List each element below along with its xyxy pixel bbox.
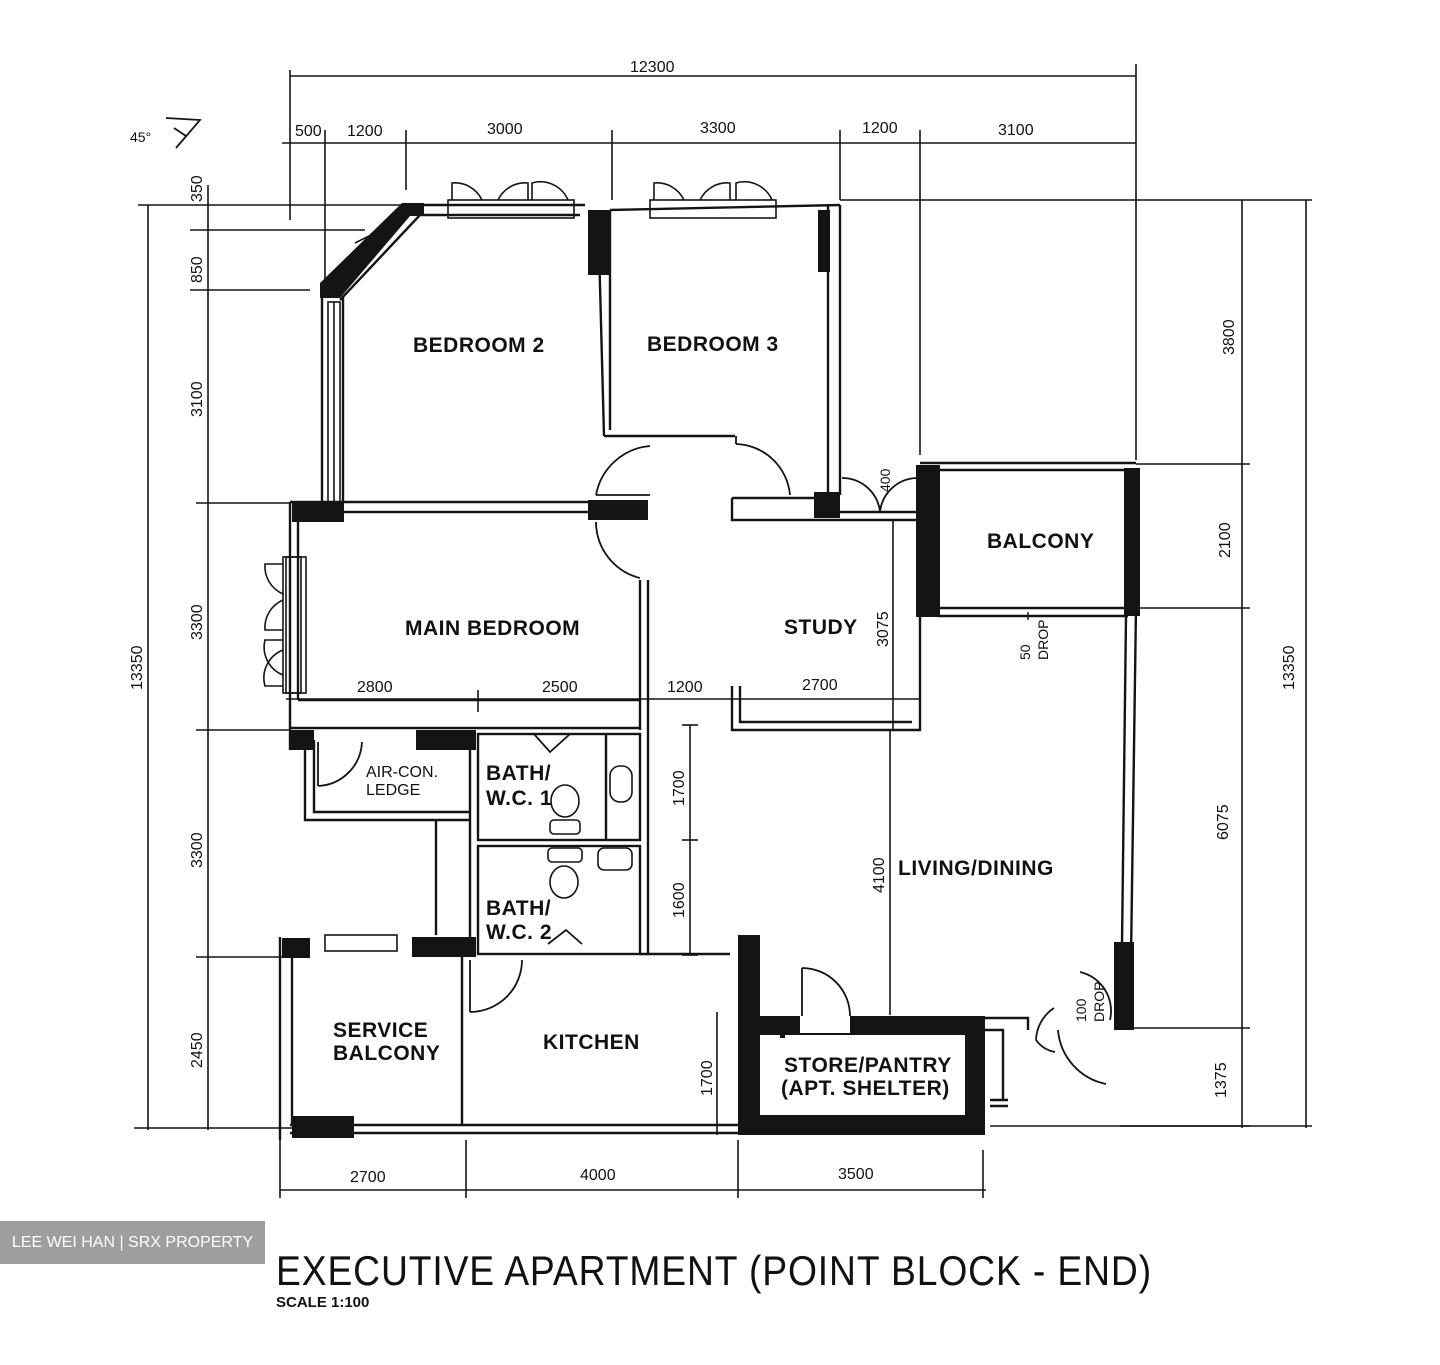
drop-50-value: 50 bbox=[1017, 644, 1033, 660]
dim-kitchen-height: 1700 bbox=[699, 1060, 716, 1096]
dim-left-5: 3300 bbox=[189, 832, 206, 868]
dim-top-total: 12300 bbox=[630, 59, 675, 76]
label-bath-1a: BATH/ bbox=[486, 762, 551, 785]
label-aircon-ledge-1: AIR-CON. bbox=[366, 764, 438, 781]
dim-inner-4: 2700 bbox=[802, 677, 838, 694]
dim-bottom-3: 3500 bbox=[838, 1166, 874, 1183]
drop-50-label: DROP bbox=[1035, 620, 1051, 660]
dim-living-height: 4100 bbox=[871, 857, 888, 893]
window-leaves bbox=[263, 180, 773, 687]
label-main-bedroom: MAIN BEDROOM bbox=[405, 617, 580, 640]
dim-left-4: 3300 bbox=[189, 604, 206, 640]
dim-bath1-height: 1700 bbox=[671, 770, 688, 806]
plan-title: EXECUTIVE APARTMENT (POINT BLOCK - END) bbox=[276, 1247, 1152, 1294]
label-store-pantry-1: STORE/PANTRY bbox=[784, 1054, 952, 1077]
dim-inner-1: 2800 bbox=[357, 679, 393, 696]
dim-top-6: 3100 bbox=[998, 122, 1034, 139]
drop-100-value: 100 bbox=[1073, 998, 1089, 1022]
dim-right-total: 13350 bbox=[1281, 645, 1298, 690]
store-inner-outline bbox=[757, 1033, 967, 1117]
sanitary-fixtures bbox=[547, 765, 633, 899]
dim-left-1: 350 bbox=[189, 175, 206, 202]
label-bedroom-2: BEDROOM 2 bbox=[413, 334, 545, 357]
dim-bottom-1: 2700 bbox=[350, 1169, 386, 1186]
dim-study-door: 400 bbox=[877, 468, 893, 492]
label-study: STUDY bbox=[784, 616, 858, 639]
dim-right-2: 2100 bbox=[1217, 522, 1234, 558]
label-bedroom-3: BEDROOM 3 bbox=[647, 333, 779, 356]
windows bbox=[282, 199, 777, 952]
dim-bottom-2: 4000 bbox=[580, 1167, 616, 1184]
dim-bath2-height: 1600 bbox=[671, 882, 688, 918]
label-living-dining: LIVING/DINING bbox=[898, 857, 1054, 880]
label-service-balcony-1: SERVICE bbox=[333, 1019, 428, 1042]
dim-right-3: 6075 bbox=[1215, 804, 1232, 840]
dim-top-4: 3300 bbox=[700, 120, 736, 137]
label-bath-2b: W.C. 2 bbox=[486, 921, 552, 944]
doors bbox=[317, 436, 1112, 1085]
solid-walls bbox=[282, 203, 1140, 1138]
dim-right-4: 1375 bbox=[1213, 1062, 1230, 1098]
label-bath-1b: W.C. 1 bbox=[486, 787, 552, 810]
label-aircon-ledge-2: LEDGE bbox=[366, 782, 420, 799]
label-store-pantry-2: (APT. SHELTER) bbox=[781, 1077, 950, 1100]
dim-right-1: 3800 bbox=[1221, 319, 1238, 355]
drop-100-label: DROP bbox=[1091, 982, 1107, 1022]
watermark: LEE WEI HAN | SRX PROPERTY bbox=[0, 1221, 265, 1264]
dim-left-3: 3100 bbox=[189, 381, 206, 417]
dim-inner-2: 2500 bbox=[542, 679, 578, 696]
dim-left-6: 2450 bbox=[189, 1032, 206, 1068]
plan-scale: SCALE 1:100 bbox=[276, 1294, 369, 1311]
dimension-lines bbox=[134, 64, 1312, 1198]
label-service-balcony-2: BALCONY bbox=[333, 1042, 440, 1065]
dim-left-total: 13350 bbox=[129, 645, 146, 690]
angle-label: 45° bbox=[130, 129, 151, 145]
wall-outlines bbox=[278, 203, 1138, 1140]
label-bath-2a: BATH/ bbox=[486, 897, 551, 920]
north-arrow-icon bbox=[165, 117, 202, 149]
dim-top-3: 3000 bbox=[487, 121, 523, 138]
label-kitchen: KITCHEN bbox=[543, 1031, 640, 1054]
dim-top-1: 500 bbox=[295, 123, 322, 140]
dim-study-height: 3075 bbox=[875, 611, 892, 647]
dim-top-5: 1200 bbox=[862, 120, 898, 137]
label-balcony: BALCONY bbox=[987, 530, 1094, 553]
dim-left-2: 850 bbox=[189, 256, 206, 283]
dim-inner-3: 1200 bbox=[667, 679, 703, 696]
dim-top-2: 1200 bbox=[347, 123, 383, 140]
